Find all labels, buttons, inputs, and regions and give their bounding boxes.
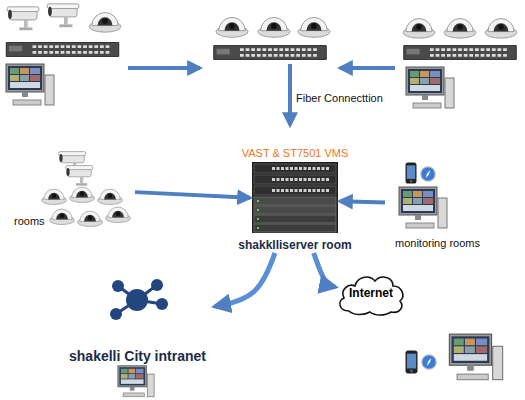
dome-camera [89,13,121,33]
rack-ports [272,167,330,170]
flow-arrow [340,66,395,70]
flow-arrow [128,66,200,70]
network-point [112,280,124,292]
rack-server [254,197,336,205]
rack-frame [252,162,338,233]
node-label: monitoring rooms [395,237,480,250]
network-point [156,298,168,310]
monitor-computer [118,366,154,397]
node-label: Internet [349,287,393,301]
fiber-arrow [288,64,292,125]
monitor-computer [399,187,447,228]
dome-camera [50,209,75,224]
node-label: shakklliserver room [238,239,351,253]
rack-led [257,218,259,220]
dome-camera [70,187,95,202]
network-switch [404,45,517,60]
flow-arrow [340,201,385,202]
network-node: monitoring rooms [385,158,490,250]
node-label: rooms [14,215,45,228]
network-node: shakelli City intranet [60,280,215,364]
network-node: VAST & ST7501 VMSshakklliserver room [250,147,340,253]
network-point [110,308,122,320]
dome-camera [216,17,248,37]
rack-server [254,206,336,214]
rack-led [257,200,259,202]
rack-ports [272,178,330,181]
dome-camera [444,19,476,39]
network-point [151,279,163,291]
rack-switch [254,186,336,195]
dome-camera [78,211,103,226]
dome-camera [106,207,131,222]
rack-switch [254,164,336,173]
browser-icon [422,355,436,369]
bullet-camera [47,4,79,27]
network-switch [6,42,119,57]
network-node: rooms [8,150,135,228]
rack-server [254,224,336,232]
browser-icon [421,167,435,181]
monitor-computer [6,64,54,105]
node-label: VAST & ST7501 VMS [242,147,349,160]
cloud-node: Internet [335,271,407,317]
rack-led [257,209,259,211]
dome-camera [258,17,290,37]
rack-server [254,215,336,223]
dome-camera [403,19,435,39]
smart-phone [406,350,418,373]
cloud-shape [340,277,403,315]
network-hub [126,289,148,311]
flow-arrow [314,253,335,287]
monitor-computer [449,334,502,380]
smart-phone [406,162,417,183]
flow-arrow [215,253,275,307]
rack-switch [254,175,336,184]
dome-camera [98,189,123,204]
node-label: shakelli City intranet [69,348,206,364]
flow-arrow [135,192,250,198]
bullet-camera [66,166,93,186]
rack-led [257,227,259,229]
connection-label: Fiber Connecttion [296,92,383,104]
dome-camera [42,189,67,204]
dome-camera [485,19,517,39]
network-switch [214,45,327,60]
bullet-camera [7,7,39,30]
monitor-computer [406,67,454,108]
rack-ports [272,189,330,192]
dome-camera [298,17,330,37]
